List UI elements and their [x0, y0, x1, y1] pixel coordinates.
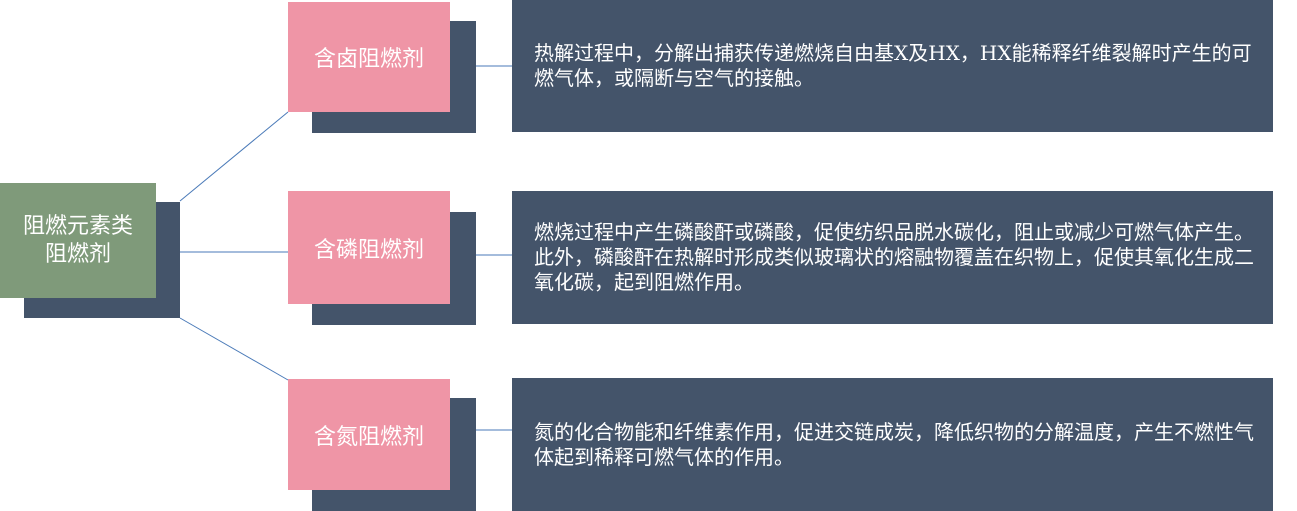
root-node-line-2: 阻燃剂: [44, 241, 111, 267]
root-node: 阻燃元素类 阻燃剂: [0, 183, 156, 298]
root-node-line-1: 阻燃元素类: [22, 213, 133, 239]
category-halogen: 含卤阻燃剂: [288, 2, 450, 112]
description-phosphorus: 燃烧过程中产生磷酸酐或磷酸，促使纺织品脱水碳化，阻止或减少可燃气体产生。此外，磷…: [512, 191, 1273, 324]
connector-root-to-nitrogen: [179, 317, 289, 381]
description-nitrogen: 氮的化合物能和纤维素作用，促进交链成炭，降低织物的分解温度，产生不燃性气体起到稀…: [512, 378, 1273, 511]
category-nitrogen-label: 含氮阻燃剂: [313, 424, 424, 450]
description-phosphorus-text: 燃烧过程中产生磷酸酐或磷酸，促使纺织品脱水碳化，阻止或减少可燃气体产生。此外，磷…: [534, 220, 1254, 294]
description-nitrogen-text: 氮的化合物能和纤维素作用，促进交链成炭，降低织物的分解温度，产生不燃性气体起到稀…: [534, 419, 1254, 469]
category-halogen-label: 含卤阻燃剂: [313, 47, 424, 72]
category-phosphorus: 含磷阻燃剂: [288, 191, 450, 304]
description-halogen-text: 热解过程中，分解出捕获传递燃烧自由基X及HX，HX能稀释纤维裂解时产生的可燃气体…: [534, 41, 1252, 90]
connector-root-to-halogen: [179, 111, 289, 202]
description-halogen: 热解过程中，分解出捕获传递燃烧自由基X及HX，HX能稀释纤维裂解时产生的可燃气体…: [512, 0, 1273, 132]
category-nitrogen: 含氮阻燃剂: [288, 379, 450, 490]
category-phosphorus-label: 含磷阻燃剂: [313, 237, 424, 263]
